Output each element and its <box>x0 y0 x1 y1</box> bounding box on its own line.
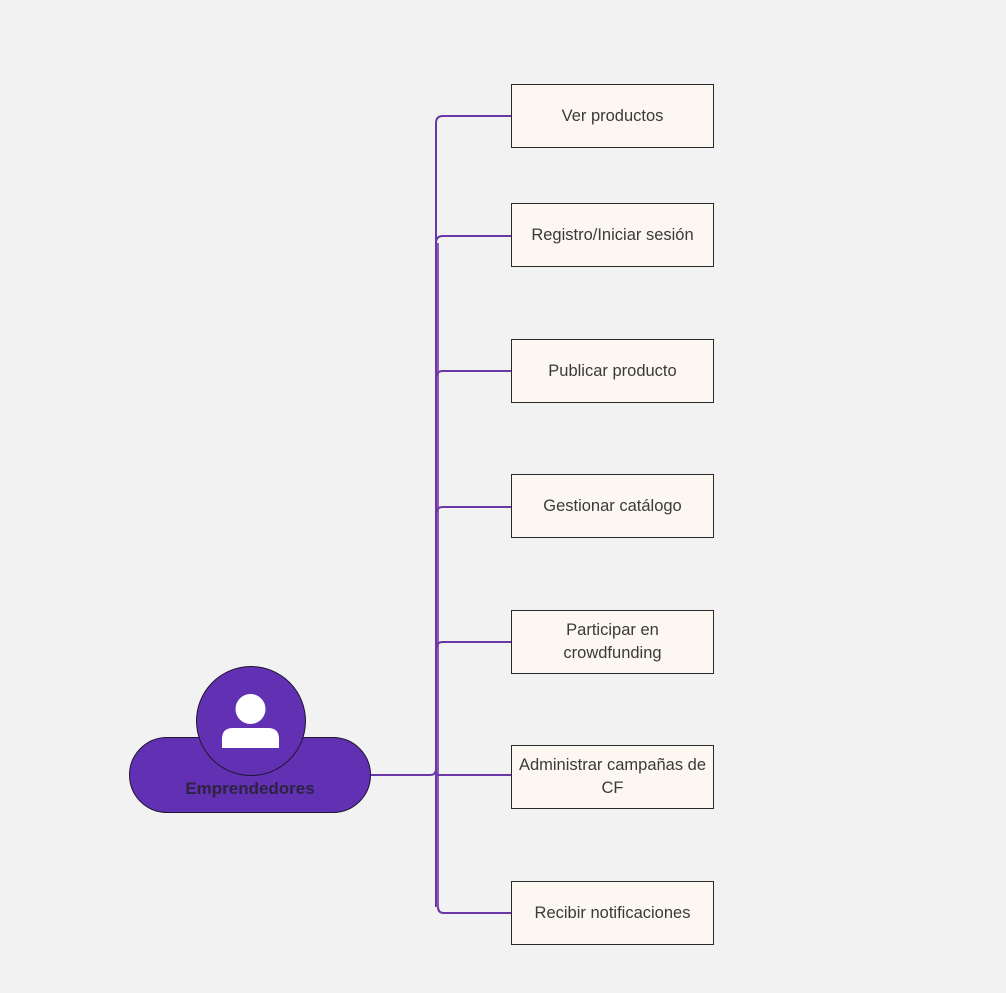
branch-gestionar <box>435 506 511 515</box>
use-case-registro[interactable]: Registro/Iniciar sesión <box>511 203 714 267</box>
actor-avatar[interactable] <box>196 666 306 776</box>
use-case-administrar-campanas[interactable]: Administrar campañas de CF <box>511 745 714 809</box>
branch-registro <box>435 235 511 244</box>
use-case-label: Publicar producto <box>548 361 677 380</box>
use-case-label: Recibir notificaciones <box>534 903 691 922</box>
use-case-label: Registro/Iniciar sesión <box>531 225 694 244</box>
use-case-label: Ver productos <box>561 106 664 125</box>
branch-ver-productos <box>435 115 511 124</box>
branch-participar <box>435 641 511 650</box>
user-icon <box>222 694 279 748</box>
use-case-label: Participar en crowdfunding <box>563 621 662 662</box>
use-case-label: Gestionar catálogo <box>543 496 682 515</box>
use-case-participar-crowdfunding[interactable]: Participar en crowdfunding <box>511 610 714 674</box>
use-case-publicar-producto[interactable]: Publicar producto <box>511 339 714 403</box>
use-case-recibir-notificaciones[interactable]: Recibir notificaciones <box>511 881 714 945</box>
use-case-label: Administrar campañas de CF <box>518 756 707 797</box>
actor-label: Emprendedores <box>185 779 315 798</box>
branch-recibir <box>437 906 511 914</box>
use-case-ver-productos[interactable]: Ver productos <box>511 84 714 148</box>
use-case-gestionar-catalogo[interactable]: Gestionar catálogo <box>511 474 714 538</box>
connector-trunk <box>371 768 437 776</box>
branch-publicar <box>435 370 511 379</box>
